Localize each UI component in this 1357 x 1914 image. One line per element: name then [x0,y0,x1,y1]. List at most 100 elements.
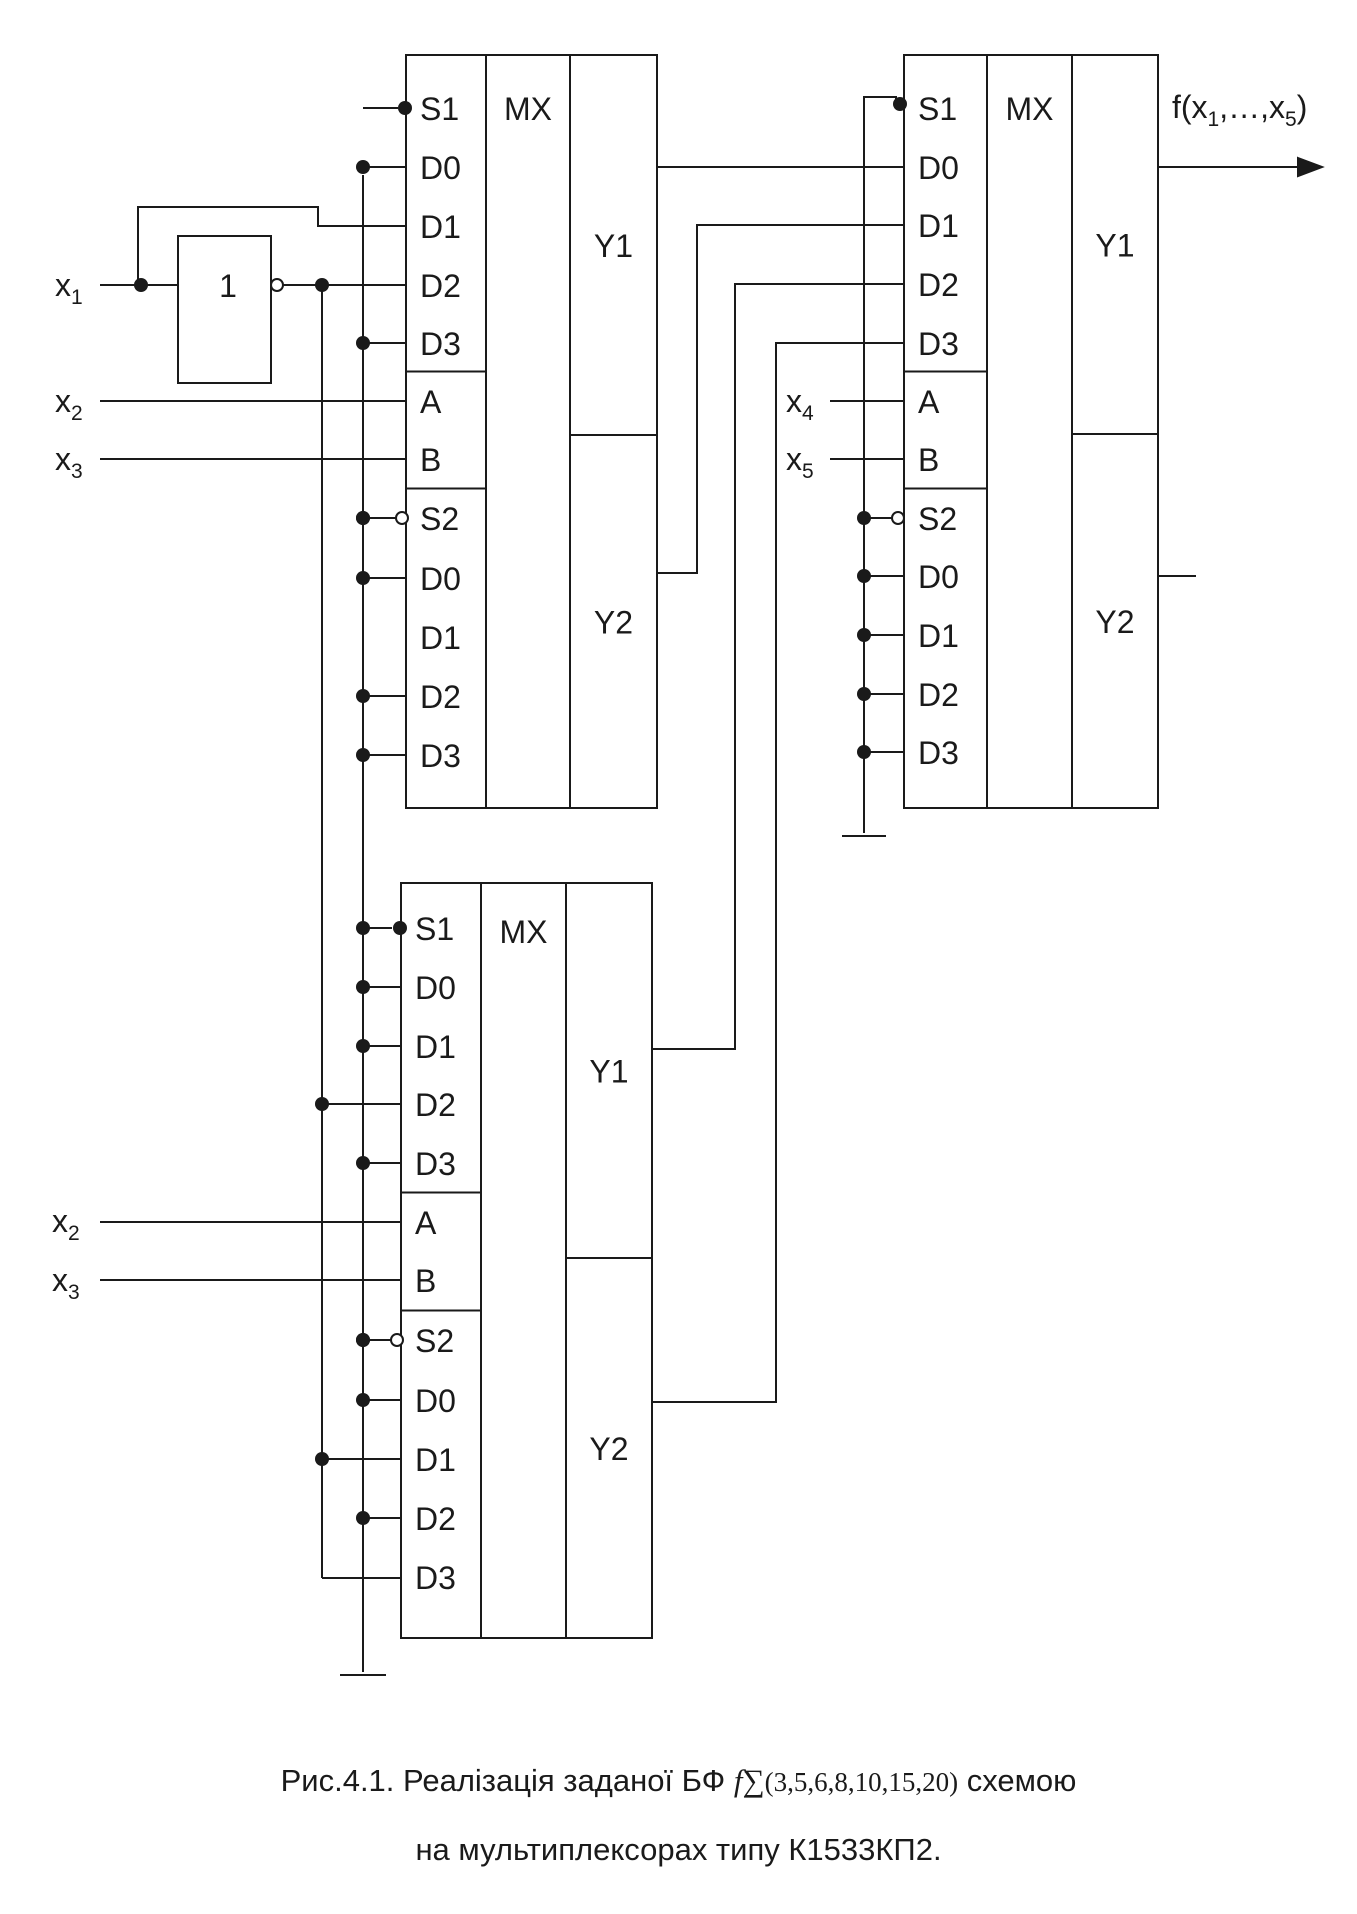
junction-dot [393,921,407,935]
junction-dot [857,745,871,759]
junction-dot [315,1097,329,1111]
label-x4: x4 [786,383,814,425]
junction-dot [356,336,370,350]
junction-dot [857,511,871,525]
mux-3-pin-d0: D0 [918,559,959,595]
inversion-bubble [270,278,284,292]
formula-f: f [733,1763,743,1798]
mux-1-pin-s2: S2 [420,501,459,537]
mux-1-pin-s1: S1 [420,91,459,127]
junction-dot [315,278,329,292]
mux-2-pin-d3: D3 [415,1560,456,1596]
label-x2: x2 [55,383,83,425]
mux1-y2-to-mux3-d1 [657,224,904,574]
mux-1-output-y1: Y1 [594,228,633,264]
junction-dot [315,1452,329,1466]
inversion-bubble [395,511,409,525]
mux-1-title: MX [504,91,552,127]
output-function-label: f(x1,…,x5) [1172,89,1307,131]
mux-2-title: MX [500,914,548,950]
mux-3-output-y1: Y1 [1095,228,1134,264]
junction-dot [356,511,370,525]
junction-dot [356,1039,370,1053]
junction-dot [356,1156,370,1170]
mux-2-pin-d3: D3 [415,1146,456,1182]
mux2-y2-to-mux3-d3 [652,342,904,1403]
mux-1-pin-d1: D1 [420,209,461,245]
mux-1-pin-d0: D0 [420,150,461,186]
junction-dot [134,278,148,292]
mux-2-pin-d1: D1 [415,1442,456,1478]
mux-3-pin-b: B [918,442,939,478]
junction-dot [356,689,370,703]
junction-dot [356,921,370,935]
mux-3-box [903,54,1159,809]
caption-text-before: Рис.4.1. Реалізація заданої БФ [280,1763,734,1798]
junction-dot [857,687,871,701]
mux-3-pin-d2: D2 [918,677,959,713]
junction-dot [356,748,370,762]
mux-1-pin-d1: D1 [420,620,461,656]
mux-2-pin-d0: D0 [415,1383,456,1419]
junction-dot [356,1393,370,1407]
mux-3-pin-d1: D1 [918,208,959,244]
mux-3-pin-d3: D3 [918,326,959,362]
formula-args: (3,5,6,8,10,15,20) [764,1767,959,1797]
mux-1-pin-d2: D2 [420,679,461,715]
mux-2-pin-b: B [415,1263,436,1299]
mux-2-pin-s2: S2 [415,1323,454,1359]
inversion-bubble [390,1333,404,1347]
mux-2-pin-a: A [415,1205,437,1241]
output-arrow [1297,156,1325,178]
junction-dot [398,101,412,115]
junction-dot [893,97,907,111]
junction-dot [857,628,871,642]
mux-2-output-y1: Y1 [589,1054,628,1090]
junction-dot [356,1511,370,1525]
mux-1-pin-a: A [420,384,442,420]
mux-3-pin-d0: D0 [918,150,959,186]
mux-1-output-y2: Y2 [594,605,633,641]
mux-2-pin-d0: D0 [415,970,456,1006]
mux-3-title: MX [1006,91,1054,127]
junction-dot [356,1333,370,1347]
mux-3-pin-d3: D3 [918,735,959,771]
mux-3-pin-a: A [918,384,940,420]
mux2-y1-to-mux3-d2 [652,283,904,1050]
inverter-label: 1 [219,268,237,304]
formula-sum: ∑ [742,1763,765,1798]
mux-3-pin-s2: S2 [918,501,957,537]
label-x1: x1 [55,267,83,309]
mux-1-pin-d0: D0 [420,561,461,597]
mux-3-pin-s1: S1 [918,91,957,127]
junction-dot [356,571,370,585]
label-x3: x3 [55,441,83,483]
figure-caption-line2: на мультиплексорах типу К1533КП2. [415,1832,942,1867]
mux-3-pin-d2: D2 [918,267,959,303]
label-x3-lower: x3 [52,1262,80,1304]
mux-3-pin-d1: D1 [918,618,959,654]
mux-1-box [405,54,658,809]
figure-caption-line1: Рис.4.1. Реалізація заданої БФ f∑(3,5,6,… [0,1763,1357,1799]
junction-dot [857,569,871,583]
mux-1-pin-d2: D2 [420,268,461,304]
mux-2-output-y2: Y2 [589,1431,628,1467]
label-x2-lower: x2 [52,1203,80,1245]
mux-3-output-y2: Y2 [1095,604,1134,640]
mux-2-pin-d2: D2 [415,1087,456,1123]
mux-1-pin-b: B [420,442,441,478]
mux-1-pin-d3: D3 [420,326,461,362]
mux-2-pin-s1: S1 [415,911,454,947]
label-x5: x5 [786,441,814,483]
caption-text-after: схемою [966,1763,1077,1798]
inversion-bubble [891,511,905,525]
mux-2-box [400,882,653,1639]
x1-to-d1 [137,206,406,285]
inverter-box [177,235,272,384]
mux-1-pin-d3: D3 [420,738,461,774]
mux-2-pin-d2: D2 [415,1501,456,1537]
junction-dot [356,980,370,994]
mux-2-pin-d1: D1 [415,1029,456,1065]
junction-dot [356,160,370,174]
